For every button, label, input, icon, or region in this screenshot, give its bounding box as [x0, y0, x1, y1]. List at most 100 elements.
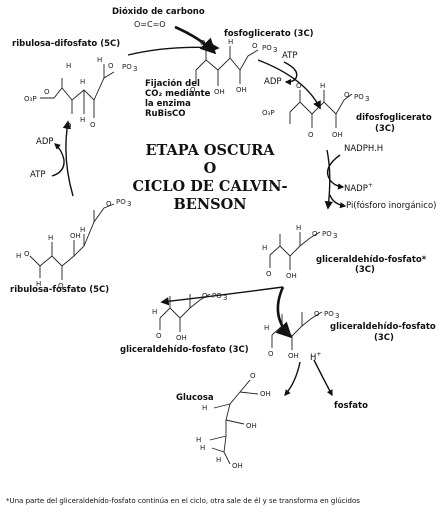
svg-text:O: O: [250, 372, 256, 380]
svg-text:H: H: [196, 436, 201, 444]
h-plus-label: H+: [310, 351, 322, 363]
svg-text:H: H: [228, 38, 233, 46]
pi-label: Pi(fósforo inorgánico): [346, 201, 437, 211]
svg-text:O: O: [252, 42, 258, 50]
atp-label-1: ATP: [282, 51, 298, 61]
svg-text:OH: OH: [246, 422, 257, 430]
nadp-label: NADP+: [344, 182, 373, 194]
h-fosfato-arrow: [313, 359, 333, 397]
fosfato-label: fosfato: [334, 401, 368, 411]
adp-label-1: ADP: [264, 77, 282, 87]
svg-text:O: O: [202, 292, 208, 300]
co2-label: Dióxido de carbono: [112, 7, 205, 17]
svg-text:H: H: [80, 116, 85, 124]
svg-text:O: O: [44, 88, 50, 96]
svg-text:H: H: [320, 82, 325, 90]
svg-text:H: H: [262, 244, 267, 252]
svg-text:H: H: [80, 226, 85, 234]
svg-text:H: H: [48, 234, 53, 242]
gliceraldehido-1-label: gliceraldehído-fosfato*: [316, 255, 427, 265]
svg-text:O: O: [156, 332, 162, 340]
svg-text:H: H: [216, 456, 221, 464]
svg-text:3: 3: [335, 312, 339, 320]
title-line3: CICLO DE CALVIN-: [132, 178, 288, 195]
glucosa-structure: O OH H OH H H OH H: [196, 372, 271, 470]
fosfoglicerato-to-difosfoglicerato-arrow: [257, 59, 321, 110]
svg-text:O: O: [314, 310, 320, 318]
svg-text:H: H: [36, 280, 41, 288]
gliceraldehido-2-label: gliceraldehído-fosfato: [330, 322, 436, 332]
svg-text:H: H: [200, 444, 205, 452]
svg-text:OH: OH: [214, 88, 225, 96]
svg-text:O: O: [344, 91, 350, 99]
svg-text:H: H: [80, 78, 85, 86]
svg-text:O: O: [106, 200, 112, 208]
co2-formula: O=C=O: [134, 20, 166, 29]
title-line1: ETAPA OSCURA: [145, 142, 275, 159]
title-line2: O: [203, 160, 217, 177]
svg-text:O: O: [90, 121, 96, 129]
svg-text:O: O: [296, 82, 302, 90]
svg-text:O: O: [108, 62, 114, 70]
svg-text:H: H: [152, 308, 157, 316]
svg-text:H: H: [16, 252, 21, 260]
svg-text:PO: PO: [354, 93, 364, 101]
nadph-arrow: [326, 154, 345, 190]
svg-text:O: O: [58, 282, 64, 290]
atp-adp-arrow-2: [51, 143, 65, 177]
svg-text:OH: OH: [176, 334, 187, 342]
svg-text:O₃P: O₃P: [262, 109, 275, 117]
svg-text:PO: PO: [322, 230, 332, 238]
title-line4: BENSON: [173, 196, 247, 213]
svg-text:O: O: [312, 230, 318, 238]
svg-text:OH: OH: [332, 131, 343, 139]
svg-text:O: O: [66, 122, 72, 130]
difosfoglicerato-down-arrow: [324, 149, 333, 210]
difosfoglicerato-label: difosfoglicerato: [356, 113, 432, 123]
svg-text:O₃P: O₃P: [24, 95, 37, 103]
svg-text:H: H: [66, 62, 71, 70]
svg-text:O: O: [200, 39, 206, 47]
svg-text:OH: OH: [70, 232, 81, 240]
svg-text:O: O: [24, 250, 30, 258]
gliceraldehido-to-ribulosa-arrow: [160, 286, 284, 306]
fosfoglicerato-label: fosfoglicerato (3C): [224, 29, 314, 39]
fijacion-line1: Fijación del: [145, 79, 200, 89]
gliceraldehido-2-3c-label: (3C): [374, 333, 394, 343]
footnote: *Una parte del gliceraldehído-fosfato co…: [6, 497, 360, 505]
atp-adp-arrow-1: [283, 61, 298, 86]
svg-text:O: O: [266, 270, 272, 278]
gliceraldehido-1-3c-label: (3C): [355, 265, 375, 275]
svg-text:H: H: [202, 404, 207, 412]
svg-text:PO: PO: [122, 63, 132, 71]
adp-label-2: ADP: [36, 137, 54, 147]
fijacion-line4: RuBisCO: [145, 109, 186, 119]
svg-text:OH: OH: [232, 462, 243, 470]
svg-text:3: 3: [223, 294, 227, 302]
svg-text:PO: PO: [212, 292, 222, 300]
svg-text:PO: PO: [116, 198, 126, 206]
svg-text:PO: PO: [262, 44, 272, 52]
svg-text:OH: OH: [288, 352, 299, 360]
svg-text:H: H: [296, 224, 301, 232]
ribulosa-fosfato-to-difosfato-arrow: [62, 120, 74, 197]
gliceraldehido-3-label: gliceraldehído-fosfato (3C): [120, 345, 249, 355]
difosfoglicerato-3c-label: (3C): [375, 124, 395, 134]
svg-text:3: 3: [133, 65, 137, 73]
svg-text:OH: OH: [236, 86, 247, 94]
ribulosa-fosfato-label: ribulosa-fosfato (5C): [10, 285, 110, 295]
fijacion-line2: CO₂ mediante: [145, 89, 211, 99]
glucosa-label: Glucosa: [176, 393, 214, 403]
gliceraldehido-to-glucosa-arrow: [275, 286, 293, 339]
nadph-label: NADPH.H: [344, 144, 384, 154]
glucose-formation-arrow: [284, 361, 301, 396]
pi-arrow: [329, 194, 347, 209]
svg-text:3: 3: [127, 200, 131, 208]
